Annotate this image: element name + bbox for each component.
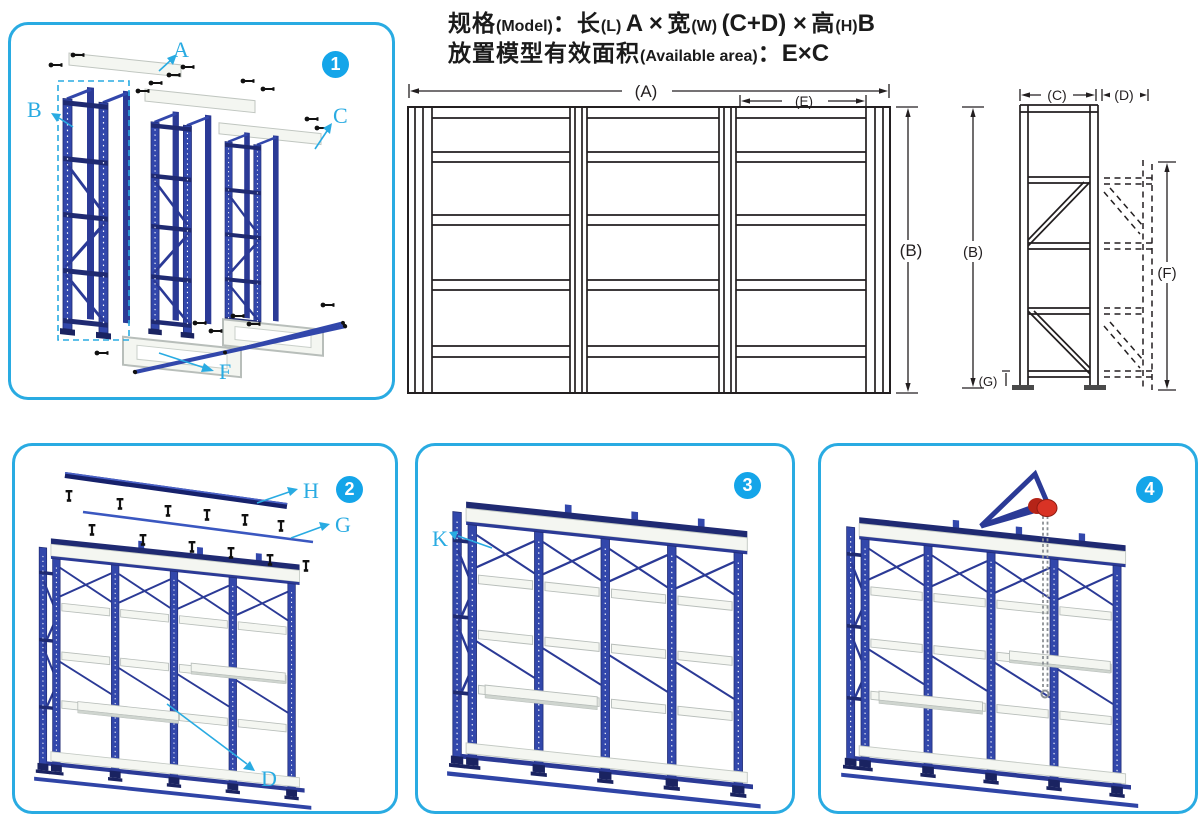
title-text: (Available area)	[640, 48, 758, 65]
label-mask	[956, 241, 991, 262]
title-text: ：	[757, 40, 782, 66]
dim-label-f: (F)	[1157, 265, 1176, 282]
part-label-f: F	[219, 359, 232, 384]
step-badge-3: 3	[734, 472, 761, 499]
title-text: ：长	[552, 10, 601, 36]
hoist-chain	[1042, 516, 1049, 690]
spec-title-line2: 放置模型有效面积(Available area)：E×C	[448, 38, 875, 68]
extended-drawers	[77, 662, 286, 724]
assembled-rack	[445, 490, 763, 811]
title-text: 放置模型有效面积	[448, 40, 640, 66]
label-mask	[1151, 262, 1184, 283]
title-text: E×C	[781, 40, 830, 67]
title-text: 规格	[448, 10, 496, 36]
part-label-b: B	[27, 97, 42, 122]
rail-assembly-illustration	[32, 472, 330, 811]
spec-title: 规格(Model)：长(L) A × 宽(W) (C+D) × 高(H)B 放置…	[448, 8, 875, 68]
label-arrows	[449, 531, 493, 549]
side-elevation-drawing: (C) (D) (B) (F) (G)	[956, 87, 1184, 391]
title-text: (L)	[600, 18, 622, 35]
title-text: 宽	[667, 10, 692, 36]
selection-dashed-box	[57, 80, 130, 341]
part-label-g: G	[335, 512, 351, 537]
part-label-h: H	[303, 478, 319, 503]
extended-drawers	[484, 684, 598, 710]
title-text: (Model)	[496, 18, 553, 35]
dim-label-b-side: (B)	[963, 244, 983, 261]
top-rails	[64, 472, 314, 544]
panel-exploded-view: A B C F 1	[8, 22, 395, 400]
spec-title-line1: 规格(Model)：长(L) A × 宽(W) (C+D) × 高(H)B	[448, 8, 875, 38]
dimension-lines	[408, 84, 918, 394]
rack-hoist-illustration	[839, 469, 1140, 810]
step-badge-4: 4	[1136, 476, 1163, 503]
dim-label-g: (G)	[979, 374, 998, 389]
panel-rack-with-hoist: 4	[818, 443, 1198, 814]
pullout-dashed-outline	[1103, 160, 1153, 390]
floor-rails	[132, 320, 348, 375]
dim-label-b: (B)	[900, 241, 923, 260]
dimension-lines	[962, 89, 1176, 391]
part-label-k: K	[432, 526, 448, 551]
exploded-parts	[60, 52, 348, 379]
panel-assembled-rack: K 3	[415, 443, 795, 814]
label-arrows	[51, 54, 332, 372]
dim-label-d: (D)	[1114, 87, 1133, 103]
title-text: (C+D) ×	[721, 10, 807, 37]
assembled-rack-illustration	[445, 490, 763, 811]
part-label-a: A	[173, 37, 189, 62]
part-label-c: C	[333, 103, 348, 128]
title-text: (W)	[691, 18, 718, 35]
chain-hoist	[979, 469, 1058, 699]
label-arrows	[166, 487, 330, 771]
dim-label-c: (C)	[1047, 87, 1066, 103]
title-text: (H)	[835, 18, 858, 35]
exploded-rack-illustration	[48, 52, 348, 379]
part-label-d: D	[261, 766, 277, 791]
title-text: A ×	[625, 10, 663, 37]
extended-drawers	[878, 650, 1111, 715]
front-elevation-drawing: (A) (E) (B)	[407, 82, 930, 394]
step-badge-2: 2	[336, 476, 363, 503]
dim-label-a: (A)	[635, 82, 658, 101]
label-mask	[894, 240, 930, 262]
title-text: 高	[811, 10, 836, 36]
assembled-rack	[839, 506, 1140, 810]
dim-label-e: (E)	[795, 94, 813, 109]
step-badge-1: 1	[322, 51, 349, 78]
front-frame	[407, 106, 891, 394]
title-text: B	[857, 10, 875, 37]
hoist-wheel	[1036, 499, 1058, 517]
side-frame	[1012, 104, 1106, 390]
hoist-hook	[1040, 689, 1050, 699]
panel-rail-assembly: H G D 2	[12, 443, 398, 814]
